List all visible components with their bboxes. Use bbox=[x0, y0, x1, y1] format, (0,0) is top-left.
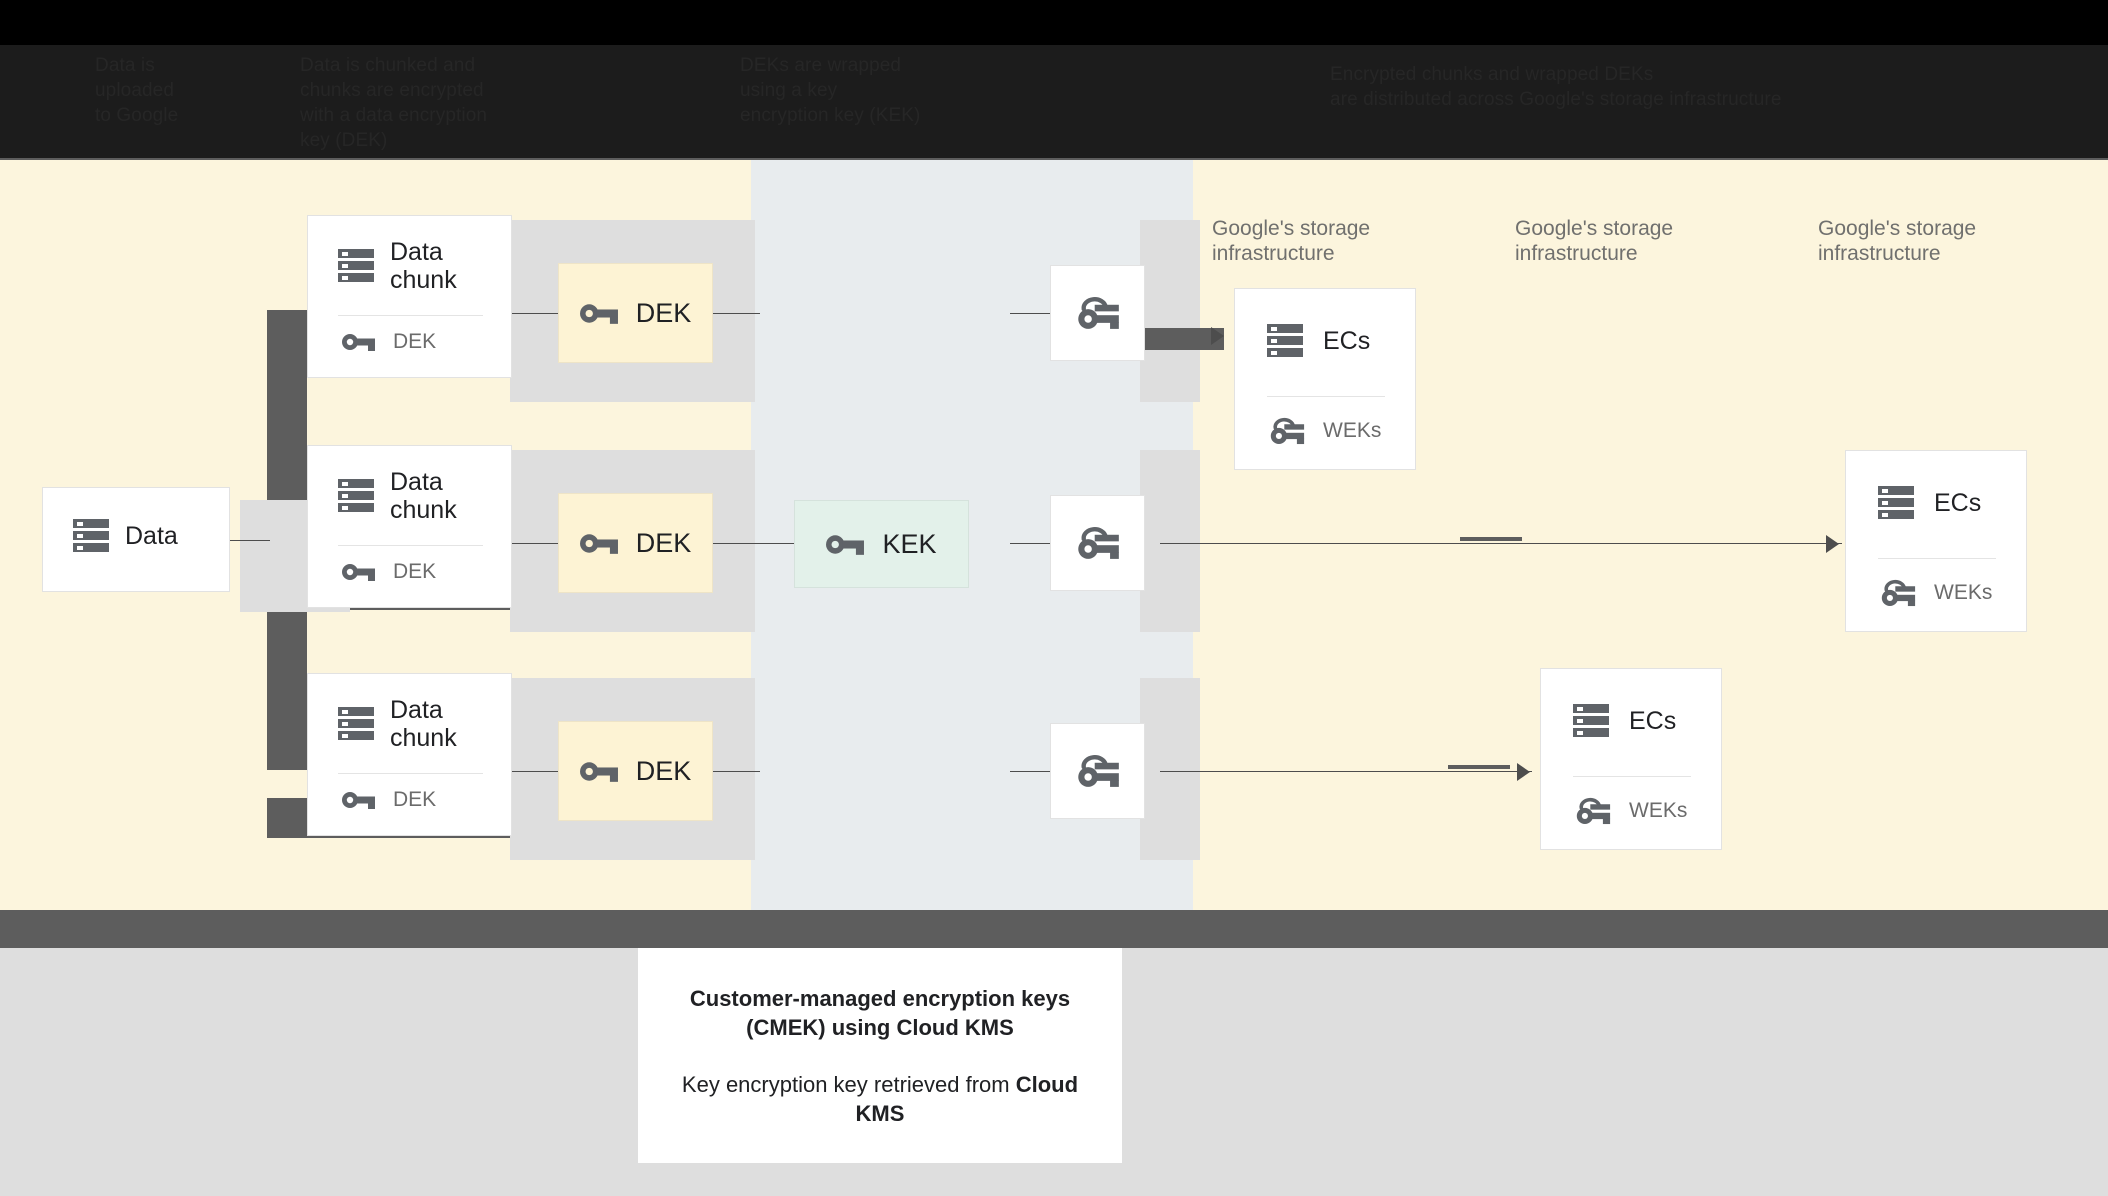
key-icon bbox=[579, 532, 618, 555]
connector-row-3 bbox=[1160, 771, 1532, 772]
header-step-2: Data is chunked and chunks are encrypted… bbox=[300, 55, 488, 151]
key-icon bbox=[579, 302, 618, 325]
caption-subtitle-prefix: Key encryption key retrieved from bbox=[681, 1071, 1016, 1097]
arrow-bar-row-2 bbox=[1460, 537, 1522, 541]
connector-source-to-trunk bbox=[228, 540, 270, 541]
card-chunk-title: Data chunk bbox=[390, 468, 457, 524]
connector-wkey1-in bbox=[1010, 313, 1054, 314]
wrapped-key-icon bbox=[1269, 417, 1305, 445]
card-divider bbox=[1878, 558, 1996, 559]
header-step-3: DEKs are wrapped using a key encryption … bbox=[740, 55, 921, 126]
card-divider bbox=[338, 545, 483, 546]
card-ecs-3[interactable]: ECs WEKs bbox=[1845, 450, 2027, 632]
connector-row-2-long bbox=[1160, 543, 1842, 544]
card-ecs-title: ECs bbox=[1629, 707, 1677, 735]
card-source-title: Data bbox=[125, 522, 178, 550]
infra-label-2: Google's storage infrastructure bbox=[1515, 217, 1674, 265]
wrapped-key-icon bbox=[1076, 754, 1120, 788]
header-band: Data is uploaded to Google Data is chunk… bbox=[0, 0, 2108, 160]
card-wrapped-key-1[interactable] bbox=[1050, 265, 1145, 361]
card-divider bbox=[1573, 776, 1691, 777]
arrowhead-row-3 bbox=[1517, 763, 1530, 781]
card-ecs-key-label: WEKs bbox=[1323, 419, 1382, 442]
database-icon bbox=[1573, 701, 1609, 741]
card-wrapped-key-3[interactable] bbox=[1050, 723, 1145, 819]
infra-label-3: Google's storage infrastructure bbox=[1818, 217, 1977, 265]
card-chunk-key-label: DEK bbox=[393, 788, 437, 811]
diagram-canvas: Data Data chunk bbox=[0, 160, 2108, 910]
caption-subtitle: Key encryption key retrieved from Cloud … bbox=[664, 1070, 1096, 1128]
database-icon bbox=[338, 476, 374, 516]
card-chunk-key-label: DEK bbox=[393, 560, 437, 583]
tile-kek-label: KEK bbox=[882, 528, 937, 559]
card-source-data[interactable]: Data bbox=[42, 487, 230, 592]
shadow-block-wkey-1 bbox=[1140, 220, 1200, 402]
connector-dek1-out bbox=[712, 313, 760, 314]
tile-dek-2[interactable]: DEK bbox=[558, 493, 713, 593]
arrowhead-row-1 bbox=[1211, 327, 1224, 345]
card-divider bbox=[338, 315, 483, 316]
wrapped-key-icon bbox=[1880, 579, 1916, 607]
wrapped-key-icon bbox=[1076, 296, 1120, 330]
header-strip bbox=[0, 45, 2108, 160]
database-icon bbox=[338, 246, 374, 286]
card-ecs-2[interactable]: ECs WEKs bbox=[1540, 668, 1722, 850]
connector-wkey2-in bbox=[1010, 543, 1054, 544]
database-icon bbox=[73, 516, 109, 556]
database-icon bbox=[1878, 483, 1914, 523]
key-icon bbox=[826, 533, 865, 556]
card-divider bbox=[1267, 396, 1385, 397]
card-data-chunk-3[interactable]: Data chunk DEK bbox=[307, 673, 512, 836]
arrowhead-row-2 bbox=[1826, 535, 1839, 553]
connector-wkey3-in bbox=[1010, 771, 1054, 772]
tile-dek-3[interactable]: DEK bbox=[558, 721, 713, 821]
connector-chunk3-dek bbox=[512, 771, 560, 772]
card-chunk-title: Data chunk bbox=[390, 696, 457, 752]
tile-dek-1[interactable]: DEK bbox=[558, 263, 713, 363]
caption-title: Customer-managed encryption keys (CMEK) … bbox=[689, 985, 1071, 1040]
card-ecs-key-label: WEKs bbox=[1629, 799, 1688, 822]
key-icon bbox=[579, 760, 618, 783]
shadow-block-wkey-2 bbox=[1140, 450, 1200, 632]
card-ecs-1[interactable]: ECs WEKs bbox=[1234, 288, 1416, 470]
connector-into-kek bbox=[748, 543, 794, 544]
card-chunk-title: Data chunk bbox=[390, 238, 457, 294]
database-icon bbox=[338, 704, 374, 744]
connector-dek3-out bbox=[712, 771, 760, 772]
header-divider bbox=[0, 158, 2108, 160]
header-step-1: Data is uploaded to Google bbox=[95, 55, 179, 126]
card-ecs-title: ECs bbox=[1934, 489, 1982, 517]
tile-dek-label: DEK bbox=[635, 297, 692, 328]
connector-chunk1-dek bbox=[512, 313, 560, 314]
tile-dek-label: DEK bbox=[635, 527, 692, 558]
connector-chunk2-dek bbox=[512, 543, 560, 544]
wrapped-key-icon bbox=[1575, 797, 1611, 825]
database-icon bbox=[1267, 321, 1303, 361]
tile-dek-label: DEK bbox=[635, 755, 692, 786]
card-data-chunk-2[interactable]: Data chunk DEK bbox=[307, 445, 512, 608]
card-data-chunk-1[interactable]: Data chunk DEK bbox=[307, 215, 512, 378]
shadow-block-wkey-3 bbox=[1140, 678, 1200, 860]
card-ecs-key-label: WEKs bbox=[1934, 581, 1993, 604]
card-wrapped-key-2[interactable] bbox=[1050, 495, 1145, 591]
wrapped-key-icon bbox=[1076, 526, 1120, 560]
key-icon bbox=[342, 332, 375, 352]
card-divider bbox=[338, 773, 483, 774]
card-ecs-title: ECs bbox=[1323, 327, 1371, 355]
key-icon bbox=[342, 790, 375, 810]
bottom-dark-bar bbox=[0, 910, 2108, 948]
tile-kek[interactable]: KEK bbox=[794, 500, 969, 588]
caption-subtitle-strong: Cloud KMS bbox=[855, 1071, 1079, 1126]
infra-label-1: Google's storage infrastructure bbox=[1212, 217, 1371, 265]
key-icon bbox=[342, 562, 375, 582]
header-step-4: Encrypted chunks and wrapped DEKs are di… bbox=[1330, 64, 1782, 110]
arrow-bar-row-3 bbox=[1448, 765, 1510, 769]
card-chunk-key-label: DEK bbox=[393, 330, 437, 353]
caption-box: Customer-managed encryption keys (CMEK) … bbox=[638, 948, 1122, 1163]
connector-dek2-out bbox=[712, 543, 760, 544]
